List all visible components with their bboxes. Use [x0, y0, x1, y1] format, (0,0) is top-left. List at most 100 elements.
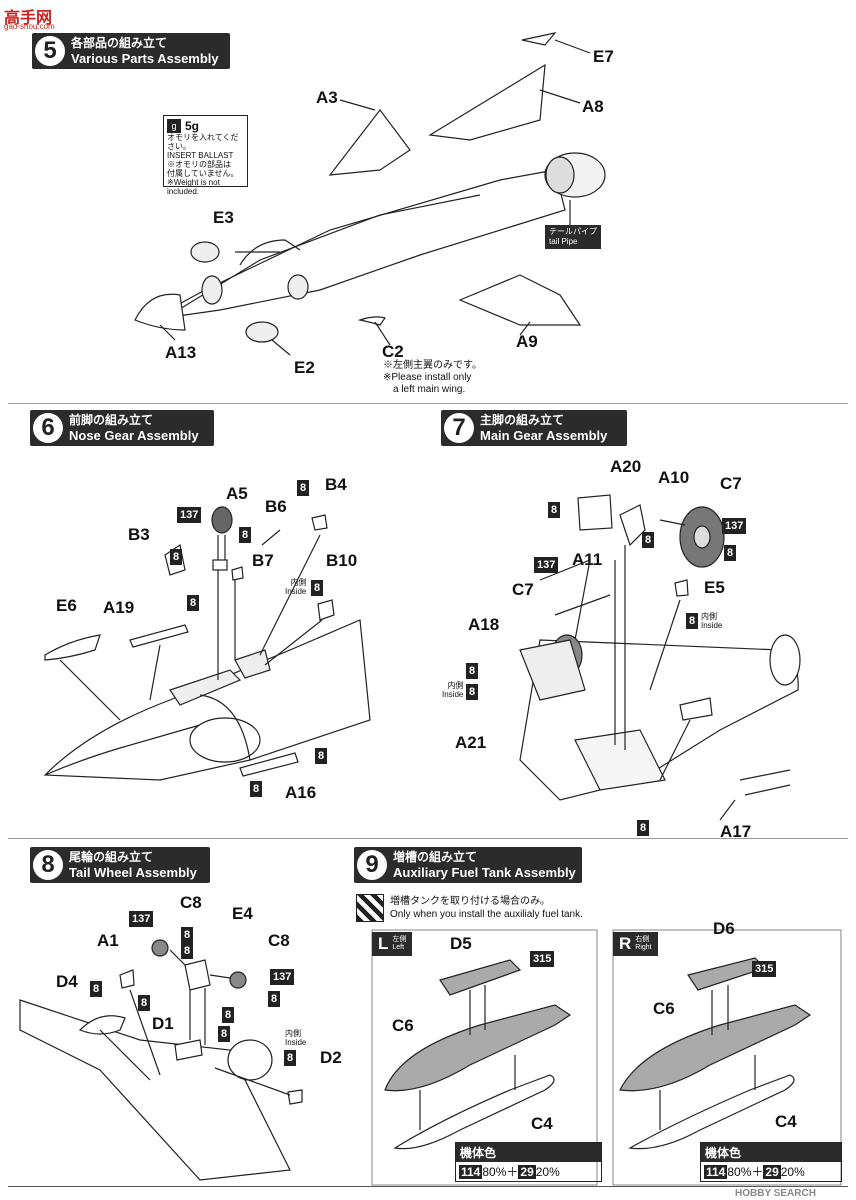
- paint-code-315: 315: [752, 961, 777, 977]
- paint-code-8: 8: [311, 580, 324, 596]
- part-C8-b: C8: [268, 931, 290, 950]
- part-B3: B3: [128, 525, 150, 544]
- ballast-en1: INSERT BALLAST: [167, 151, 234, 160]
- paint-code-8: 8: [90, 981, 103, 997]
- part-C2: C2: [382, 342, 404, 361]
- part-A20: A20: [610, 457, 642, 476]
- paint-code-8: 8: [170, 549, 183, 565]
- part-C7-b: C7: [512, 580, 534, 599]
- step-title-jp: 尾輪の組み立て: [69, 850, 154, 864]
- step-title-en: Various Parts Assembly: [71, 51, 219, 66]
- step-title-en: Main Gear Assembly: [480, 428, 608, 443]
- part-A19: A19: [103, 598, 135, 617]
- part-D1: D1: [152, 1014, 174, 1033]
- step6-aircraft: [43, 506, 371, 781]
- inside-jp: 内側: [285, 1029, 301, 1038]
- part-B10: B10: [326, 551, 358, 570]
- tailpipe-jp: テールパイプ: [549, 227, 597, 236]
- fuel-tank-en: Only when you install the auxilialy fuel…: [390, 909, 583, 920]
- part-A13: A13: [165, 343, 197, 362]
- paint-code-8: 8: [239, 527, 252, 543]
- side-en: Right: [635, 944, 652, 951]
- step-number: 6: [33, 413, 63, 443]
- part-C7: C7: [720, 474, 742, 493]
- inside-note: 内側 Inside: [285, 578, 306, 596]
- part-A21: A21: [455, 733, 487, 752]
- part-C6-b: C6: [653, 999, 675, 1018]
- part-A16: A16: [285, 783, 317, 802]
- step-number: 9: [357, 850, 387, 880]
- paint-code-137: 137: [270, 969, 295, 985]
- watermark-site: gao-shou.com: [4, 22, 55, 31]
- step-number: 5: [35, 36, 65, 66]
- part-C4-b: C4: [775, 1112, 797, 1131]
- body-color-title: 機体色: [701, 1143, 841, 1162]
- ballast-en2: ※Weight is not included.: [167, 178, 220, 196]
- color-code: 29: [518, 1165, 536, 1179]
- color-ratio: 20%: [535, 1165, 560, 1179]
- step-title-jp: 各部品の組み立て: [71, 36, 168, 50]
- paint-code-8: 8: [548, 502, 561, 518]
- body-color-title: 機体色: [456, 1143, 601, 1162]
- paint-code-8: 8: [466, 663, 479, 679]
- paint-code-8: 8: [315, 748, 328, 764]
- step8-aircraft: [19, 939, 303, 1181]
- part-D5: D5: [450, 934, 472, 953]
- part-E6: E6: [56, 596, 77, 615]
- paint-code-8: 8: [138, 995, 151, 1011]
- step7-aircraft: [519, 494, 801, 821]
- ballast-jp1: オモリを入れてください。: [167, 133, 239, 151]
- paint-code-8: 8: [686, 613, 699, 629]
- paint-code-8: 8: [218, 1026, 231, 1042]
- watermark-bottom: HOBBY SEARCH: [735, 1188, 816, 1199]
- step-title-en: Nose Gear Assembly: [69, 428, 199, 443]
- paint-code-8: 8: [642, 532, 655, 548]
- c2-note-jp: ※左側主翼のみです。: [383, 360, 482, 371]
- part-A5: A5: [226, 484, 248, 503]
- part-B4: B4: [325, 475, 347, 494]
- c2-note-en1: ※Please install only: [383, 372, 472, 383]
- paint-code-315: 315: [530, 951, 555, 967]
- paint-code-8: 8: [222, 1007, 235, 1023]
- color-code: 29: [763, 1165, 781, 1179]
- ballast-jp2: ※オモリの部品は: [167, 160, 231, 169]
- step-title-en: Tail Wheel Assembly: [69, 865, 197, 880]
- paint-code-8: 8: [466, 684, 479, 700]
- ballast-weight: 5g: [185, 119, 200, 133]
- paint-code-137: 137: [534, 557, 559, 573]
- ballast-note: g 5g オモリを入れてください。 INSERT BALLAST ※オモリの部品…: [163, 115, 248, 196]
- step-title-jp: 増槽の組み立て: [393, 850, 478, 864]
- step5-aircraft: [134, 32, 606, 356]
- part-A1: A1: [97, 931, 119, 950]
- inside-en: Inside: [701, 621, 723, 630]
- part-D4: D4: [56, 972, 78, 991]
- tailpipe-label: テールパイプ tail Pipe: [545, 225, 601, 249]
- c2-note-en2: a left main wing.: [393, 384, 466, 395]
- side-en: Left: [392, 944, 405, 951]
- paint-code-8: 8: [284, 1050, 297, 1066]
- part-A18: A18: [468, 615, 500, 634]
- fuel-tank-note: 増槽タンクを取り付ける場合のみ。 Only when you install t…: [356, 894, 583, 922]
- paint-code-8: 8: [637, 820, 650, 836]
- step-number: 8: [33, 850, 63, 880]
- inside-note: 内側 Inside: [285, 1029, 306, 1047]
- part-C6: C6: [392, 1016, 414, 1035]
- part-E4: E4: [232, 904, 253, 923]
- part-B7: B7: [252, 551, 274, 570]
- inside-jp: 内側: [290, 578, 307, 587]
- part-A17: A17: [720, 822, 752, 841]
- inside-note: 内側 Inside: [442, 681, 463, 699]
- part-E7: E7: [593, 47, 614, 66]
- color-code: 114: [704, 1165, 728, 1179]
- part-C4: C4: [531, 1114, 553, 1133]
- paint-code-8: 8: [724, 545, 737, 561]
- paint-code-8: 8: [187, 595, 200, 611]
- step-title-en: Auxiliary Fuel Tank Assembly: [393, 865, 576, 880]
- optional-icon: [356, 894, 384, 922]
